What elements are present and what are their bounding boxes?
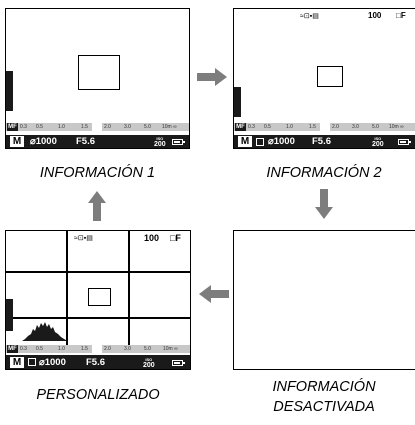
- focus-frame: [88, 288, 111, 306]
- shutter-speed: ⌀1000: [39, 357, 66, 368]
- scale-mark: 2.0: [104, 346, 111, 352]
- scale-mark: 1.5: [81, 346, 88, 352]
- arrow-down-icon: [315, 189, 333, 219]
- caption-info-2: INFORMACIÓN 2: [266, 165, 382, 181]
- caption-info-off-line1: INFORMACIÓN: [272, 379, 376, 395]
- focus-frame: [317, 66, 343, 87]
- focus-distance-scale: MF 0.3 0.5 1.0 1.5 2.0 3.0 5.0 10m ∞: [234, 123, 415, 131]
- battery-icon: [172, 360, 185, 366]
- scale-mark: 10m ∞: [163, 346, 178, 352]
- caption-info-1: INFORMACIÓN 1: [39, 165, 156, 181]
- mf-indicator: MF: [7, 123, 18, 131]
- status-icons: ≈⊡▪▤: [74, 235, 93, 242]
- screen-info-1: MF 0.3 0.5 1.0 1.5 2.0 3.0 5.0 10m ∞ M ⌀…: [5, 8, 190, 149]
- exposure-indicator: [6, 299, 13, 331]
- shutter-speed: ⌀1000: [268, 136, 295, 147]
- battery-icon: [398, 139, 411, 145]
- histogram-icon: [22, 322, 68, 341]
- scale-mark: 5.0: [144, 346, 151, 352]
- scale-mark: 5.0: [144, 124, 151, 130]
- aperture-value: F5.6: [86, 357, 106, 368]
- caption-custom: PERSONALIZADO: [36, 387, 160, 403]
- scale-mark: 2.0: [332, 124, 339, 130]
- scale-mark: 1.5: [81, 124, 88, 130]
- focus-position-marker: [92, 123, 102, 131]
- scale-mark: 3.0: [124, 346, 131, 352]
- scale-mark: 0.5: [36, 346, 43, 352]
- aperture-value: F5.6: [76, 136, 96, 147]
- arrow-right-icon: [197, 68, 227, 86]
- scale-mark: 1.0: [286, 124, 293, 130]
- aperture-value: F5.6: [312, 136, 332, 147]
- scale-mark: 0.5: [264, 124, 271, 130]
- scale-mark: 10m ∞: [162, 124, 177, 130]
- frames-remaining: 100: [144, 233, 160, 243]
- scale-mark: 0.3: [20, 124, 27, 130]
- film-simulation-icon: □F: [396, 11, 406, 20]
- screen-info-2: ≈⊡▪▤ 100 □F MF 0.3 0.5 1.0 1.5 2.0 3.0 5…: [233, 8, 415, 149]
- screen-custom: ≈⊡▪▤ 100 □F MF 0.3 0.5 1.0 1.5 2.0 3.0 5…: [5, 230, 191, 370]
- frames-remaining: 100: [368, 11, 382, 20]
- arrow-left-icon: [199, 285, 229, 303]
- scale-mark: 3.0: [352, 124, 359, 130]
- scale-mark: 0.3: [20, 346, 27, 352]
- shooting-mode: M: [238, 136, 252, 147]
- focus-position-marker: [320, 123, 330, 131]
- mf-indicator: MF: [7, 345, 18, 353]
- grid-line: [6, 317, 190, 319]
- grid-line: [128, 231, 130, 349]
- focus-distance-scale: MF 0.3 0.5 1.0 1.5 2.0 3.0 5.0 10m ∞: [6, 123, 189, 131]
- grid-line: [6, 271, 190, 273]
- scale-mark: 0.5: [36, 124, 43, 130]
- shooting-mode: M: [10, 357, 24, 368]
- scale-mark: 0.3: [248, 124, 255, 130]
- film-simulation-icon: □F: [170, 233, 181, 243]
- caption-info-off-line2: DESACTIVADA: [273, 399, 375, 415]
- metering-icon: [28, 358, 36, 366]
- screen-info-off: [233, 230, 415, 370]
- shooting-mode: M: [10, 136, 24, 147]
- shutter-speed: ⌀1000: [30, 136, 57, 147]
- focus-distance-scale: MF 0.3 0.5 1.0 1.5 2.0 3.0 5.0 10m ∞: [6, 345, 190, 353]
- battery-icon: [172, 139, 185, 145]
- scale-mark: 2.0: [104, 124, 111, 130]
- scale-mark: 1.0: [58, 124, 65, 130]
- scale-mark: 5.0: [372, 124, 379, 130]
- scale-mark: 3.0: [124, 124, 131, 130]
- arrow-up-icon: [88, 191, 106, 221]
- scale-mark: 1.0: [58, 346, 65, 352]
- scale-mark: 1.5: [309, 124, 316, 130]
- focus-position-marker: [92, 345, 102, 353]
- mf-indicator: MF: [235, 123, 246, 131]
- exposure-indicator: [234, 87, 241, 117]
- exposure-indicator: [6, 71, 13, 111]
- focus-frame: [78, 55, 120, 90]
- grid-line: [66, 231, 68, 349]
- scale-mark: 10m ∞: [389, 124, 404, 130]
- metering-icon: [256, 138, 264, 146]
- status-icons: ≈⊡▪▤: [300, 13, 319, 20]
